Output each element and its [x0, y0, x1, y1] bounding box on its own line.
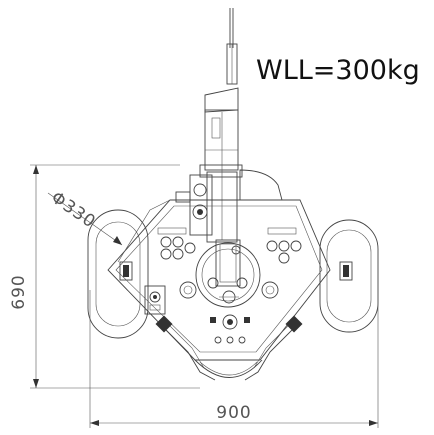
height-value: 690 — [9, 274, 29, 309]
vacuum-pad-right — [319, 219, 379, 333]
width-value: 900 — [216, 403, 251, 423]
lifting-column — [199, 87, 243, 243]
right-controls — [261, 227, 302, 299]
wll-label: WLL=300kg — [256, 55, 420, 86]
left-controls — [144, 227, 197, 315]
central-hub — [195, 239, 261, 308]
vacuum-pad-left — [87, 209, 149, 339]
valve-assembly — [175, 174, 213, 236]
dimension-height: 690 — [9, 164, 200, 389]
main-frame — [107, 199, 331, 361]
dimension-width: 900 — [89, 290, 379, 428]
vacuum-pad-top — [239, 169, 283, 201]
pad-diameter-value: Φ330 — [47, 188, 99, 233]
bottom-gauges — [210, 314, 250, 344]
dimension-pad-diameter: Φ330 — [47, 188, 123, 246]
lifting-cable — [226, 8, 238, 85]
hose-connectors — [155, 315, 303, 381]
